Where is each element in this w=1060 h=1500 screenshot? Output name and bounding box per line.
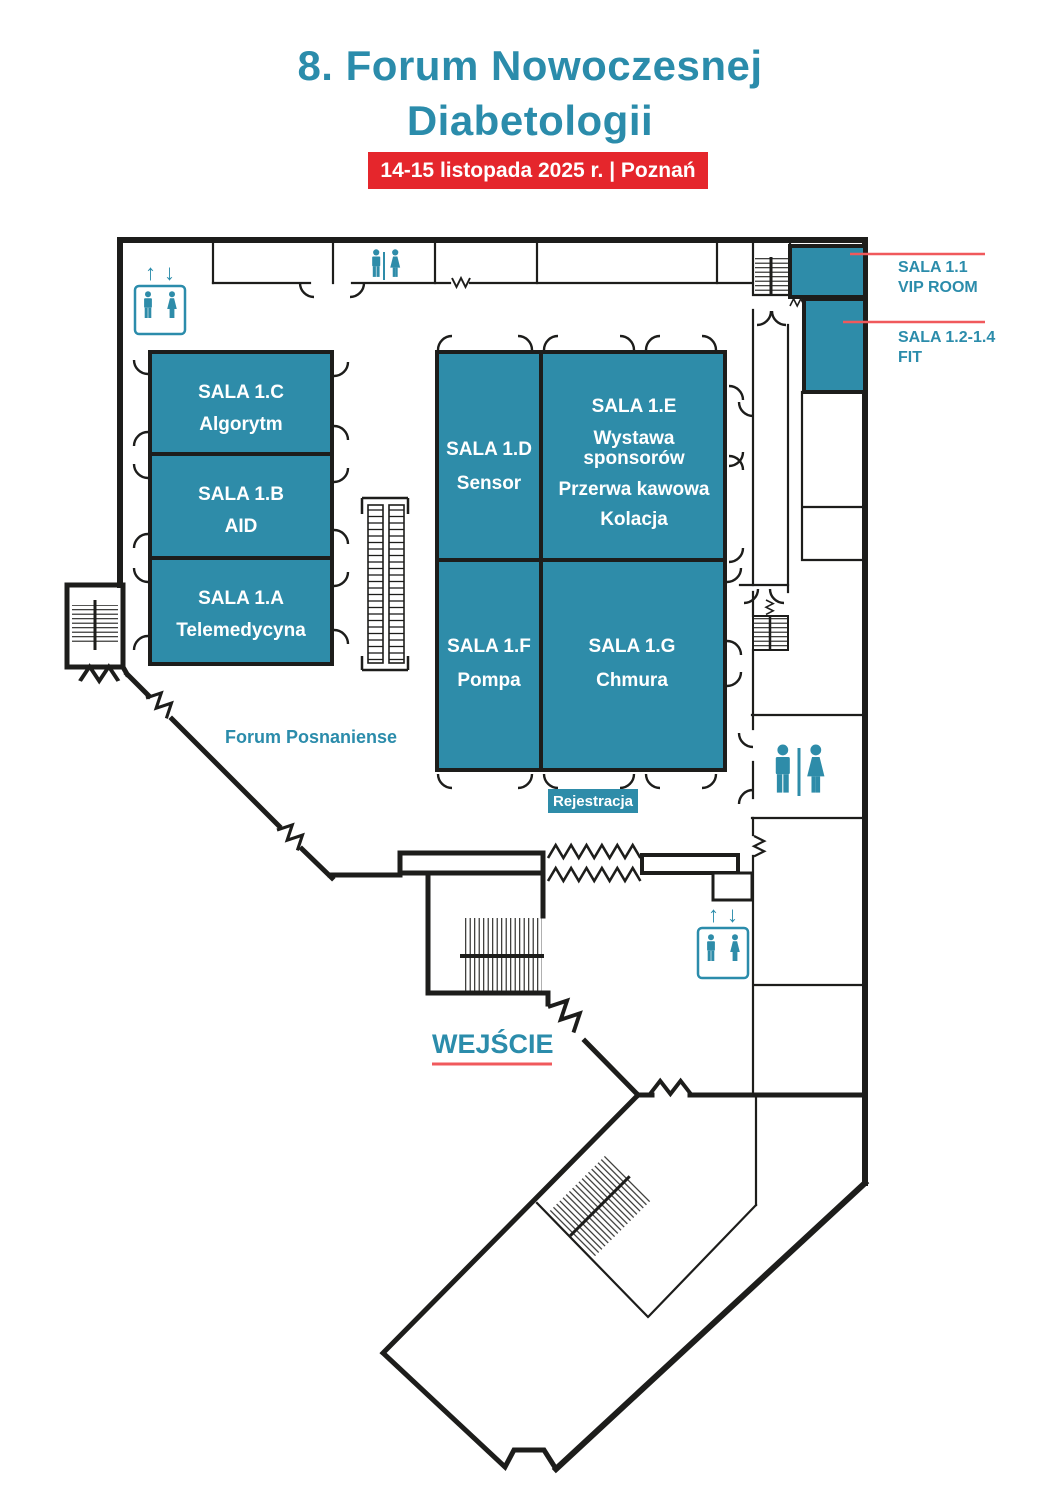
date-location-banner: 14-15 listopada 2025 r. | Poznań	[368, 152, 708, 189]
room-sala-1f	[435, 558, 543, 772]
event-title-line2: Diabetologii	[406, 97, 654, 144]
room-label: Przerwa kawowa	[558, 479, 709, 500]
wc-icon-top-corridor	[372, 249, 401, 280]
room-label: Pompa	[457, 670, 521, 691]
rejestracja-badge: Rejestracja	[548, 789, 638, 813]
secondary-walls	[64, 582, 642, 1099]
room-sala-1e	[539, 350, 727, 562]
room-label: SALA 1.B	[198, 484, 284, 505]
room-sala-12-14-fit	[802, 297, 867, 394]
room-label: Chmura	[596, 670, 668, 691]
staircase-lobby-diagonal	[549, 1155, 651, 1257]
room-label: Wystawa	[594, 428, 675, 449]
room-label: Telemedycyna	[176, 620, 306, 641]
elevator-icon-top-left: ↑↓	[133, 260, 187, 336]
room-label: SALA 1.D	[446, 439, 532, 460]
room-sala-1c	[148, 350, 334, 456]
staircase-top-right	[755, 257, 788, 294]
annotation-sala-11-line2: VIP ROOM	[898, 279, 978, 296]
escalator	[360, 496, 410, 672]
annotation-sala-12-14-line2: FIT	[898, 349, 922, 366]
room-label: SALA 1.F	[447, 636, 531, 657]
room-label: SALA 1.G	[589, 636, 676, 657]
elevator-icon-bottom: ↑↓	[696, 902, 750, 980]
room-labels: SALA 1.C Algorytm SALA 1.B AID SALA 1.A …	[176, 382, 710, 691]
annotation-sala-12-14-line1: SALA 1.2-1.4	[898, 329, 995, 346]
event-title: 8. Forum Nowoczesnej Diabetologii	[0, 38, 1060, 148]
room-sala-1b	[148, 452, 334, 560]
room-label: SALA 1.C	[198, 382, 284, 403]
session-rooms	[148, 244, 867, 772]
room-sala-1g	[539, 558, 727, 772]
room-label: Algorytm	[199, 414, 282, 435]
room-label: SALA 1.E	[592, 396, 677, 417]
outer-walls	[117, 237, 870, 1474]
inner-walls	[211, 238, 865, 1319]
room-label: Kolacja	[600, 509, 668, 530]
elevator-arrows: ↑↓	[708, 902, 738, 927]
accordion-door-icon	[546, 842, 642, 861]
vestibule-walls	[640, 853, 754, 902]
rejestracja-label: Rejestracja	[553, 793, 634, 810]
room-label: SALA 1.A	[198, 588, 284, 609]
room-label: sponsorów	[583, 448, 685, 469]
staircase-right-strip	[752, 615, 789, 651]
event-title-line1: 8. Forum Nowoczesnej	[297, 42, 763, 89]
staircase-bottom-center	[460, 918, 544, 991]
forum-posnaniense-label: Forum Posnaniense	[225, 727, 397, 747]
folding-door-symbols	[80, 277, 806, 1094]
wejscie-annotation: WEJŚCIE	[432, 1028, 554, 1066]
wc-icon-right	[775, 744, 825, 796]
room-sala-1a	[148, 556, 334, 666]
wejscie-label: WEJŚCIE	[432, 1028, 554, 1059]
elevator-arrows: ↑↓	[145, 260, 175, 285]
room-sala-1d	[435, 350, 543, 562]
accordion-door-icon	[546, 865, 642, 884]
room-label: AID	[225, 516, 258, 537]
staircase-left	[72, 600, 118, 650]
leader-lines	[843, 252, 985, 324]
room-label: Sensor	[457, 473, 522, 494]
annotation-sala-11-line1: SALA 1.1	[898, 259, 968, 276]
